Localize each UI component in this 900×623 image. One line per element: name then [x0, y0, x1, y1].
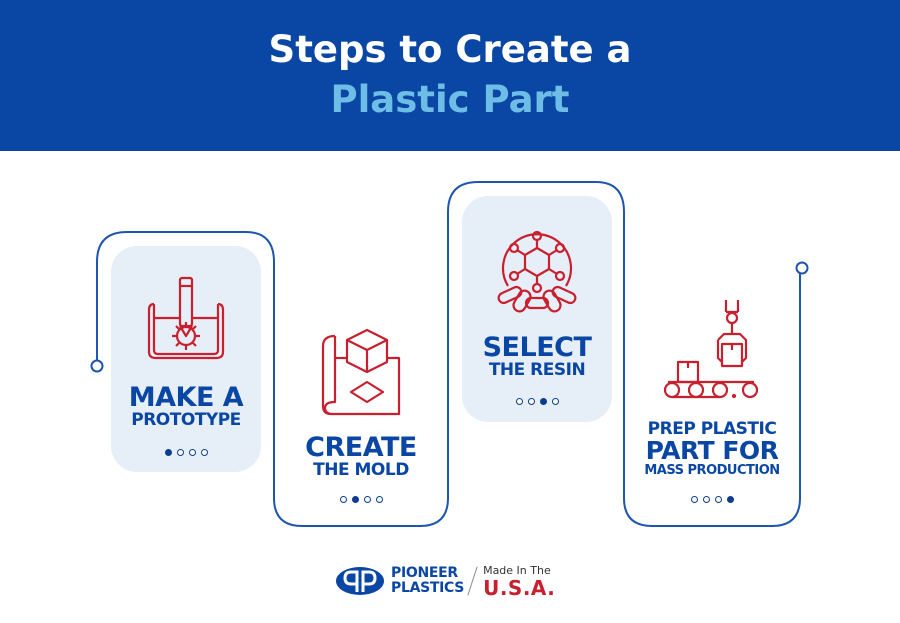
- title-line-2: Plastic Part: [330, 78, 570, 121]
- step-indicator-dots: [462, 398, 612, 405]
- step-title-line-1: PREP PLASTIC: [647, 419, 777, 439]
- step-title-line-1: MAKE A: [128, 382, 244, 413]
- dot: [714, 496, 722, 503]
- made-in-usa: Made In The U.S.A.: [483, 565, 555, 598]
- dot-active: [726, 496, 734, 503]
- brand-line-2: PLASTICS: [391, 580, 465, 596]
- dot: [690, 496, 698, 503]
- dot: [702, 496, 710, 503]
- step-title-line-2: THE MOLD: [313, 460, 409, 480]
- dot: [176, 449, 184, 456]
- footer-logo: PIONEER PLASTICS Made In The U.S.A.: [335, 563, 555, 599]
- step-title-line-2: PROTOTYPE: [131, 410, 241, 430]
- step-card-create-mold: CREATE THE MOLD: [276, 300, 446, 520]
- step-card-select-resin: SELECT THE RESIN: [462, 196, 612, 422]
- step-indicator-dots: [111, 449, 261, 456]
- dot: [188, 449, 196, 456]
- step-card-make-prototype: MAKE A PROTOTYPE: [111, 246, 261, 472]
- blueprint-pencil-gear-icon: [147, 276, 225, 360]
- dot: [527, 398, 535, 405]
- dot: [375, 496, 383, 503]
- dot: [363, 496, 371, 503]
- step-title: PREP PLASTIC PART FOR MASS PRODUCTION: [626, 419, 798, 478]
- step-title: SELECT THE RESIN: [462, 334, 612, 379]
- country-label: U.S.A.: [483, 575, 556, 600]
- divider-slash: [467, 566, 478, 596]
- dot-active: [164, 449, 172, 456]
- dot: [339, 496, 347, 503]
- dot: [515, 398, 523, 405]
- step-title: MAKE A PROTOTYPE: [111, 384, 261, 429]
- brand-line-1: PIONEER: [391, 565, 458, 581]
- dot-active: [351, 496, 359, 503]
- step-card-prep-mass-production: PREP PLASTIC PART FOR MASS PRODUCTION: [626, 280, 798, 520]
- step-title-line-3: MASS PRODUCTION: [644, 463, 780, 478]
- dot-active: [539, 398, 547, 405]
- brand-name: PIONEER PLASTICS: [391, 566, 464, 596]
- step-title-line-1: CREATE: [305, 432, 417, 463]
- step-indicator-dots: [626, 496, 798, 503]
- pioneer-plastics-logo-icon: [336, 567, 384, 595]
- title-line-1: Steps to Create a: [268, 28, 632, 71]
- dot: [551, 398, 559, 405]
- dot: [200, 449, 208, 456]
- molecule-pellets-icon: [497, 230, 577, 313]
- step-title-line-1: SELECT: [482, 332, 592, 363]
- robot-arm-conveyor-icon: [663, 300, 759, 399]
- header-banner: Steps to Create a Plastic Part: [0, 0, 900, 151]
- step-title-line-2: PART FOR: [645, 436, 779, 465]
- made-in-label: Made In The: [483, 563, 551, 577]
- blueprint-cube-icon: [321, 328, 401, 416]
- step-title-line-2: THE RESIN: [488, 360, 586, 380]
- step-indicator-dots: [276, 496, 446, 503]
- step-title: CREATE THE MOLD: [276, 434, 446, 479]
